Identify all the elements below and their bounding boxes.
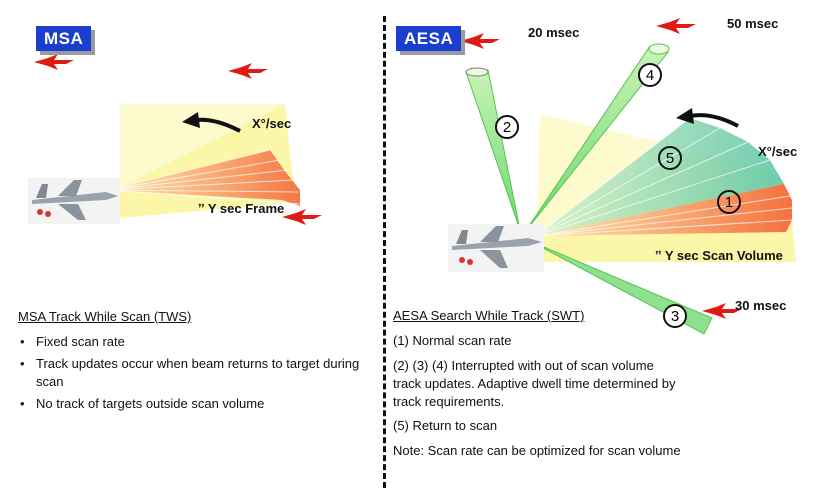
aesa-fighter-jet-icon bbox=[448, 224, 544, 272]
msa-target-aircraft-icon-2 bbox=[228, 63, 268, 79]
svg-text:4: 4 bbox=[646, 67, 654, 84]
aesa-beam-2 bbox=[465, 67, 521, 231]
msa-frame-label: ˮ Y sec Frame bbox=[198, 201, 285, 216]
msa-tag: MSA bbox=[36, 26, 92, 51]
msa-fighter-jet-icon bbox=[28, 178, 120, 224]
svg-text:1: 1 bbox=[725, 194, 733, 211]
msa-target-aircraft-icon-3 bbox=[282, 209, 322, 225]
aesa-target-aircraft-icon-3 bbox=[702, 303, 742, 319]
msec-label-50: 50 msec bbox=[727, 16, 779, 31]
aesa-note: Note: Scan rate can be optimized for sca… bbox=[393, 443, 681, 458]
aesa-scan-direction-arrow-icon bbox=[676, 108, 739, 128]
beam-number-1: 1 bbox=[717, 190, 741, 214]
msa-bullet-item: Fixed scan rate bbox=[18, 333, 363, 351]
aesa-heading: AESA Search While Track (SWT) bbox=[393, 308, 585, 323]
msec-label-20: 20 msec bbox=[528, 25, 580, 40]
aesa-beam-4 bbox=[524, 43, 670, 233]
aesa-beam-fan-orange bbox=[535, 184, 793, 237]
aesa-target-aircraft-icon-2 bbox=[656, 18, 696, 34]
aesa-target-aircraft-icon-1 bbox=[460, 33, 500, 49]
msec-label-30: 30 msec bbox=[735, 298, 787, 313]
beam-number-4: 4 bbox=[638, 63, 662, 87]
svg-text:3: 3 bbox=[671, 308, 679, 325]
msa-target-aircraft-icon-1 bbox=[34, 54, 74, 70]
aesa-line-1: (1) Normal scan rate bbox=[393, 333, 512, 348]
msa-bullet-list: Fixed scan rate Track updates occur when… bbox=[18, 333, 363, 417]
aesa-rate-label: X°/sec bbox=[758, 144, 798, 159]
msa-beam-fan bbox=[107, 149, 301, 206]
svg-text:5: 5 bbox=[666, 150, 674, 167]
aesa-line-2: (2) (3) (4) Interrupted with out of scan… bbox=[393, 358, 676, 409]
msa-scan-direction-arrow-icon bbox=[182, 112, 241, 133]
aesa-beam-fan-teal bbox=[535, 117, 784, 237]
beam-number-2: 2 bbox=[495, 115, 519, 139]
msa-rate-label: X°/sec bbox=[252, 116, 292, 131]
beam-number-3: 3 bbox=[663, 304, 687, 328]
section-divider bbox=[383, 16, 386, 488]
aesa-line-3: (5) Return to scan bbox=[393, 418, 498, 433]
msa-bullet-item: Track updates occur when beam returns to… bbox=[18, 355, 363, 391]
msa-heading: MSA Track While Scan (TWS) bbox=[18, 309, 192, 324]
aesa-tag: AESA bbox=[396, 26, 462, 51]
beam-number-5: 5 bbox=[658, 146, 682, 170]
msa-bullet-item: No track of targets outside scan volume bbox=[18, 395, 363, 413]
svg-text:2: 2 bbox=[503, 119, 511, 136]
aesa-volume-label: ˮ Y sec Scan Volume bbox=[655, 248, 783, 263]
